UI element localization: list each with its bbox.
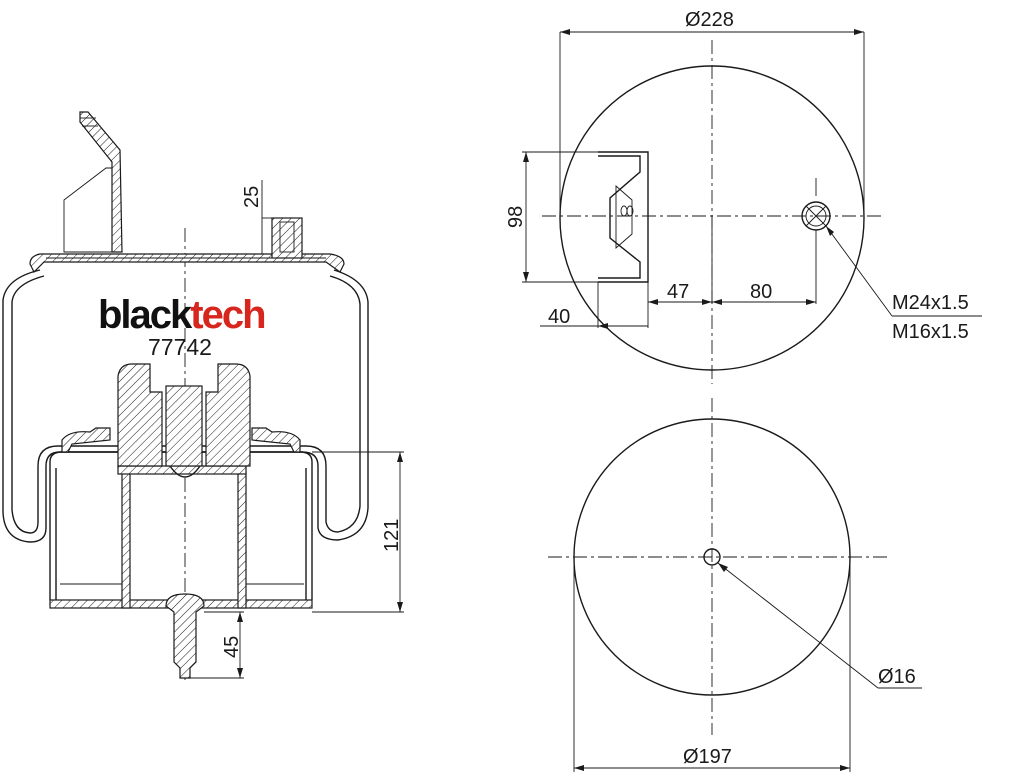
brand-name-black: black xyxy=(98,293,193,337)
dim-197-label: Ø197 xyxy=(683,746,732,768)
dim-45-label: 45 xyxy=(221,636,243,658)
dim-47-label: 47 xyxy=(667,281,689,303)
dim-40-label: 40 xyxy=(548,306,570,328)
dim-top-diameter: Ø228 xyxy=(559,9,865,218)
dim-16-label: Ø16 xyxy=(878,666,916,688)
dim-228-label: Ø228 xyxy=(685,9,734,31)
bottom-stud xyxy=(165,593,205,679)
dim-top-stud-height: 25 xyxy=(241,180,272,255)
brand-name-tech: tech xyxy=(190,293,264,337)
threaded-hole: M24x1.5 M16x1.5 xyxy=(801,178,982,343)
dim-bottom-diameter: Ø197 xyxy=(573,557,851,772)
bottom-view: Ø16 Ø197 xyxy=(548,398,922,772)
thread-m24-label: M24x1.5 xyxy=(892,292,969,314)
top-view: Ø228 98 40 xyxy=(505,9,982,384)
dim-bottom-stud-height: 45 xyxy=(190,611,244,679)
dim-80-label: 80 xyxy=(750,281,772,303)
part-number: 77742 xyxy=(148,334,212,360)
dim-121-label: 121 xyxy=(381,519,403,552)
top-stud xyxy=(271,217,303,259)
dim-body-height: 121 xyxy=(312,451,404,613)
bracket-top-view xyxy=(598,151,649,283)
dim-98-label: 98 xyxy=(505,206,527,228)
mounting-bracket xyxy=(63,111,123,253)
dim-offsets: 40 47 80 xyxy=(540,216,817,329)
brand-logo: blacktech xyxy=(98,293,265,337)
dim-hole-diameter: Ø16 xyxy=(717,562,922,689)
center-hole xyxy=(703,548,721,566)
piston xyxy=(49,363,313,609)
side-view: blacktech 77742 25 121 45 xyxy=(2,111,404,680)
dim-plate-height: 98 xyxy=(505,151,598,283)
dim-25-label: 25 xyxy=(241,186,263,208)
thread-m16-label: M16x1.5 xyxy=(892,321,969,343)
